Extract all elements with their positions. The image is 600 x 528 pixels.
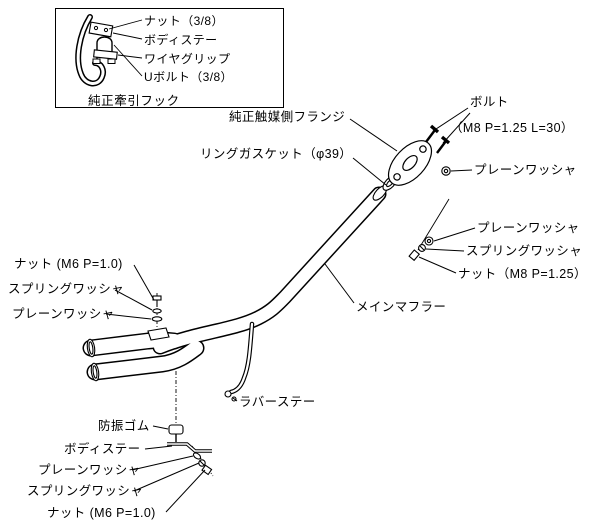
plain-washer-flange-icon bbox=[441, 166, 451, 176]
nut-icon bbox=[103, 27, 109, 33]
inset-label-u-bolt: Uボルト（3/8） bbox=[144, 70, 233, 84]
inset-leader-lines bbox=[108, 19, 143, 77]
wire-grip-icon bbox=[93, 49, 118, 60]
towing-hook-inset-box: ナット（3/8） ボディステー ワイヤグリップ Uボルト（3/8） 純正牽引フッ… bbox=[55, 8, 284, 108]
callout-plain-washer-flange: プレーンワッシャ bbox=[474, 163, 577, 177]
nut-icon bbox=[93, 25, 99, 31]
bolt-icons bbox=[425, 124, 451, 154]
callout-main-muffler: メインマフラー bbox=[356, 300, 447, 314]
callout-spring-washer-mid: スプリングワッシャ bbox=[466, 244, 583, 258]
callout-plain-washer-bottom: プレーンワッシャ bbox=[38, 463, 141, 477]
muffler-tip-icons bbox=[86, 338, 100, 382]
callout-ring-gasket: リングガスケット（φ39） bbox=[200, 147, 353, 161]
rubber-stay-rod bbox=[224, 321, 255, 402]
callout-vibration-rubber: 防振ゴム bbox=[98, 419, 150, 433]
callout-plain-washer-mid: プレーンワッシャ bbox=[477, 221, 580, 235]
callout-spring-washer-bottom: スプリングワッシャ bbox=[27, 484, 144, 498]
towing-hook-drawing bbox=[75, 14, 143, 87]
callout-bolt-spec: （M8 P=1.25 L=30） bbox=[450, 121, 574, 135]
callout-bolt: ボルト bbox=[470, 95, 509, 109]
inset-caption: 純正牽引フック bbox=[88, 94, 180, 108]
u-bolt-nut-icon bbox=[107, 58, 116, 64]
callout-catalyst-flange: 純正触媒側フランジ bbox=[229, 110, 346, 124]
inset-label-body-stay: ボディステー bbox=[144, 33, 218, 47]
inset-label-wire-grip: ワイヤグリップ bbox=[144, 52, 231, 66]
callout-rubber-stay: ラバーステー bbox=[239, 395, 316, 409]
catalyst-flange-icon bbox=[387, 140, 433, 186]
callout-nut-m8: ナット（M8 P=1.25） bbox=[458, 267, 587, 281]
assembly-axis-lines bbox=[156, 293, 214, 477]
left-hardware-icons bbox=[147, 295, 170, 341]
u-bolt-nut-icon bbox=[92, 58, 101, 64]
u-bolt-icon bbox=[96, 36, 113, 61]
callout-spring-washer-left: スプリングワッシャ bbox=[8, 282, 125, 296]
callout-plain-washer-left: プレーンワッシャ bbox=[12, 307, 115, 321]
body-stay-icon bbox=[88, 21, 114, 38]
callout-nut-m6-left: ナット (M6 P=1.0) bbox=[14, 257, 123, 271]
callout-body-stay: ボディステー bbox=[64, 442, 141, 456]
mid-bolt-axis bbox=[417, 198, 450, 251]
bottom-mount-icons bbox=[167, 424, 213, 476]
mid-hardware-icons bbox=[408, 236, 434, 262]
inset-label-nut: ナット（3/8） bbox=[144, 14, 224, 28]
leader-lines bbox=[105, 107, 476, 513]
callout-nut-m6-bottom: ナット (M6 P=1.0) bbox=[47, 506, 156, 520]
exhaust-pipe-fill bbox=[84, 188, 385, 379]
